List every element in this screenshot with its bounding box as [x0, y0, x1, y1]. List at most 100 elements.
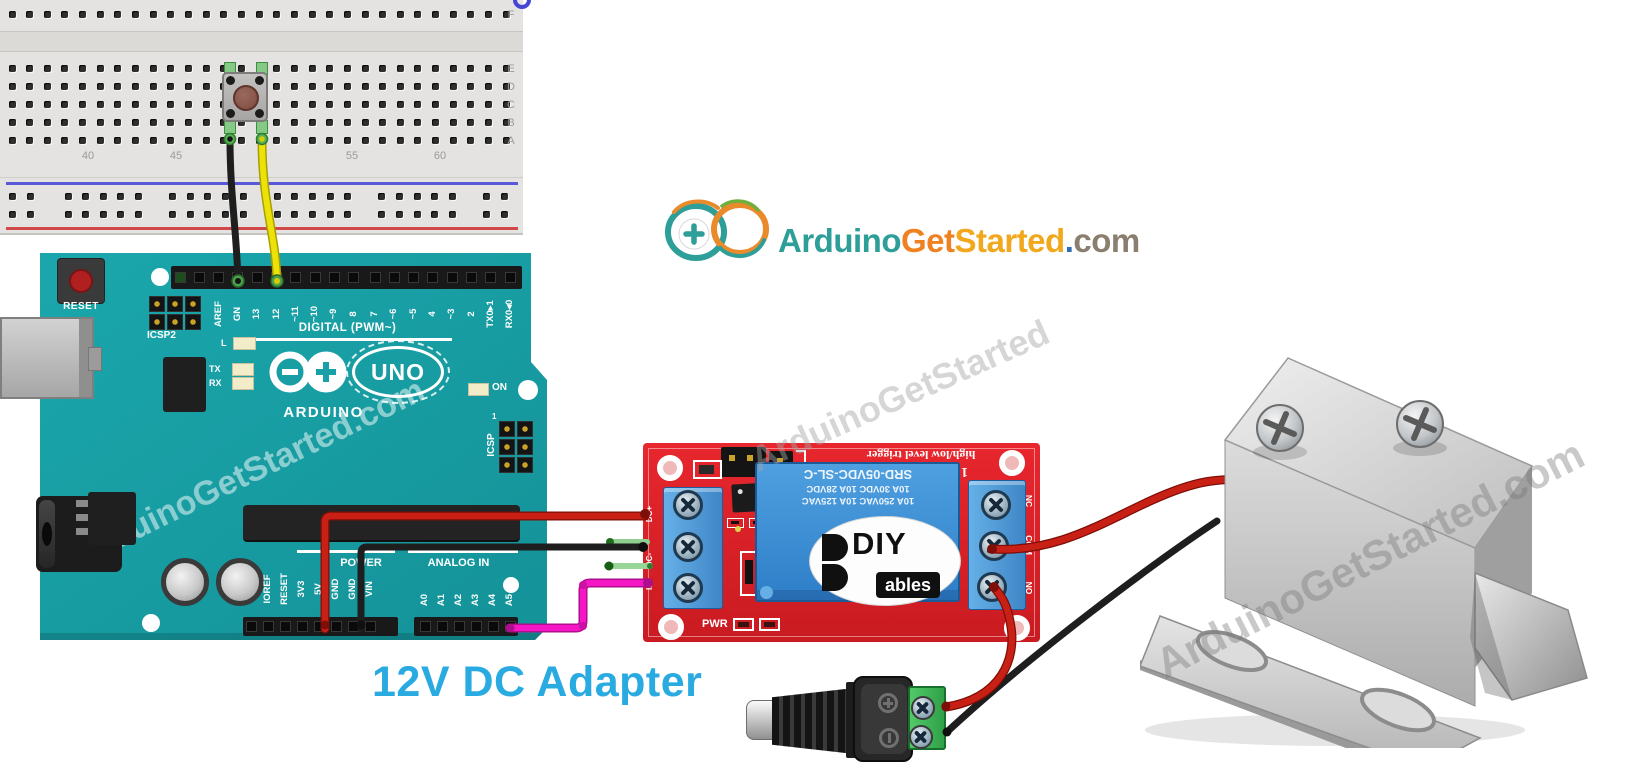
led-rx	[232, 377, 254, 390]
breadboard-hole	[79, 82, 87, 90]
digital-pin	[504, 272, 516, 283]
breadboard-rail-hole	[273, 210, 281, 218]
push-button-pin	[224, 120, 236, 134]
digital-pin-label: ~6	[388, 308, 400, 320]
breadboard-rail-hole	[482, 192, 490, 200]
breadboard-hole	[149, 10, 157, 18]
relay-input-label: DC+	[645, 505, 654, 523]
breadboard-hole	[96, 10, 104, 18]
breadboard-hole	[361, 136, 369, 144]
breadboard-rail-hole	[448, 192, 456, 200]
led-on-label: ON	[492, 382, 507, 393]
breadboard-row-letter: A	[507, 135, 515, 147]
analog-pin	[487, 621, 499, 632]
breadboard-hole	[290, 100, 298, 108]
power-pin-label: GND	[347, 578, 358, 600]
breadboard-hole	[96, 82, 104, 90]
breadboard-hole	[26, 64, 34, 72]
breadboard-hole	[467, 82, 475, 90]
relay-rating: 10A 250VAC 10A 125VAC	[801, 495, 915, 506]
breadboard-hole	[132, 82, 140, 90]
usb-connector-tab	[88, 347, 102, 371]
digital-pin-label: 7	[369, 311, 380, 317]
breadboard-hole	[8, 82, 16, 90]
breadboard-hole	[202, 10, 210, 18]
breadboard-rail-hole	[326, 192, 334, 200]
breadboard-hole	[290, 136, 298, 144]
breadboard-rail-hole	[117, 192, 125, 200]
breadboard-hole	[96, 100, 104, 108]
relay-output-label: COM	[1024, 535, 1034, 555]
lock-screw	[1256, 404, 1304, 452]
digital-pin	[369, 272, 381, 283]
relay-output-label: NO	[1024, 581, 1034, 595]
push-button-pin	[256, 120, 268, 134]
breadboard-hole	[326, 64, 334, 72]
relay-input-label: IN	[645, 582, 654, 590]
digital-underline	[240, 338, 452, 341]
breadboard-rail-hole	[204, 210, 212, 218]
relay-title-line: high/low level trigger	[866, 448, 976, 462]
digital-header-right	[366, 266, 522, 289]
bracket-hole	[1360, 687, 1436, 733]
breadboard-rail-hole	[500, 210, 508, 218]
breadboard-rail-hole	[169, 192, 177, 200]
breadboard-hole	[255, 136, 263, 144]
breadboard-hole	[61, 100, 69, 108]
power-pin	[347, 621, 359, 632]
digital-pin	[485, 272, 497, 283]
breadboard-rail-hole	[308, 192, 316, 200]
silk-mark	[804, 450, 806, 464]
power-pin-label: IOREF	[262, 574, 273, 604]
breadboard-rail-hole	[99, 192, 107, 200]
analog-pin	[470, 621, 482, 632]
breadboard-hole	[290, 82, 298, 90]
digital-pin	[466, 272, 477, 283]
breadboard-hole	[502, 118, 510, 126]
analog-pin-label: A4	[487, 593, 498, 607]
breadboard-hole	[308, 100, 316, 108]
breadboard-hole	[432, 64, 440, 72]
mounting-hole	[151, 268, 169, 286]
breadboard-hole	[96, 64, 104, 72]
digital-pin	[251, 272, 263, 283]
reset-label: RESET	[63, 301, 99, 312]
breadboard-hole	[8, 64, 16, 72]
breadboard-column-number: 45	[169, 150, 183, 162]
breadboard-hole	[26, 100, 34, 108]
breadboard-hole	[26, 118, 34, 126]
analog-pin-label: A1	[436, 593, 447, 607]
breadboard-hole	[414, 118, 422, 126]
breadboard-hole	[167, 118, 175, 126]
breadboard-rail-hole	[82, 210, 90, 218]
breadboard-hole	[8, 136, 16, 144]
digital-pin	[290, 272, 302, 283]
breadboard-hole	[361, 82, 369, 90]
breadboard-hole	[379, 118, 387, 126]
breadboard-rail-hole	[221, 192, 229, 200]
jack-body	[853, 676, 913, 762]
breadboard-row-letter: F	[507, 9, 515, 21]
breadboard-hole	[485, 82, 493, 90]
breadboard-hole	[502, 10, 510, 18]
breadboard-rail-hole	[99, 210, 107, 218]
analog-pin-label: A3	[470, 593, 481, 607]
breadboard-hole	[43, 82, 51, 90]
digital-pin-label: ~5	[407, 308, 419, 320]
breadboard-rail-hole	[448, 210, 456, 218]
usb-interface-chip	[163, 357, 206, 412]
digital-pin-label: GN	[231, 306, 243, 322]
power-pin-label: 5V	[313, 583, 324, 595]
terminal-screw-dc-minus	[673, 532, 703, 562]
breadboard-rail-hole	[378, 192, 386, 200]
logo-text-dot: .	[1064, 222, 1074, 259]
icsp2-pin	[185, 314, 201, 330]
led-l-label: L	[221, 338, 227, 348]
breadboard-hole	[273, 64, 281, 72]
breadboard-column-number: 55	[345, 150, 359, 162]
breadboard-hole	[132, 64, 140, 72]
digital-pin-label: ~3	[446, 308, 458, 320]
regulator-leg	[76, 500, 88, 507]
breadboard-hole	[220, 118, 228, 126]
breadboard-hole	[202, 82, 210, 90]
